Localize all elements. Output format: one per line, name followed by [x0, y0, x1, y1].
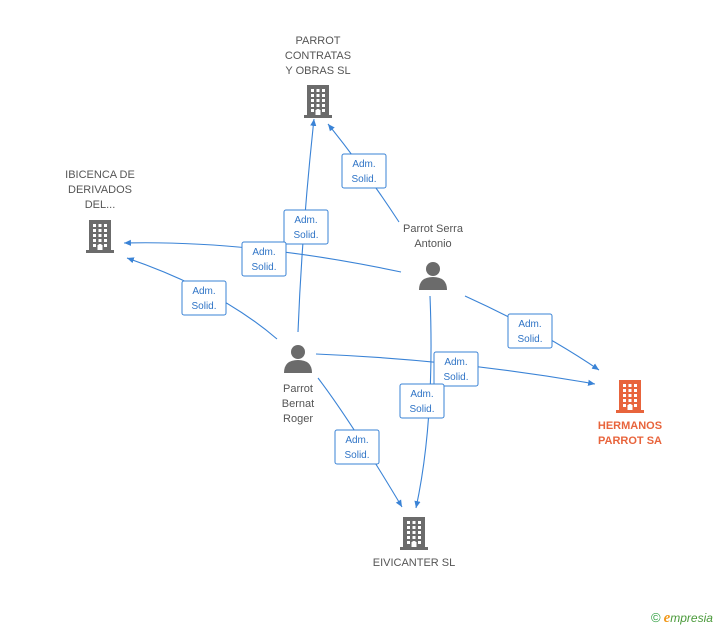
building-icon: [304, 85, 332, 118]
edge-label-text: Solid.: [517, 334, 542, 345]
person-icon: [419, 262, 447, 290]
edge-label-text: Solid.: [351, 174, 376, 185]
edge-parrot_serra-to-hermanos_parrot: Adm. Solid.: [464, 295, 600, 371]
brand-logo-text: mpresia: [670, 611, 713, 625]
edge-label-box[interactable]: Adm. Solid.: [399, 383, 445, 419]
edge-label-text: Solid.: [293, 230, 318, 241]
edge-label-text: Adm.: [345, 435, 368, 446]
edge-label-frame: [181, 280, 227, 316]
node-label: CONTRATAS: [285, 50, 351, 62]
edge-label-text: Solid.: [251, 262, 276, 273]
edge-label-box[interactable]: Adm. Solid.: [181, 280, 227, 316]
node-ibicenca[interactable]: IBICENCA DE DERIVADOS DEL...: [65, 169, 135, 253]
node-label: DERIVADOS: [68, 184, 132, 196]
edge-label-frame: [241, 241, 287, 277]
edge-label-text: Solid.: [344, 450, 369, 461]
edge-label-text: Adm.: [410, 389, 433, 400]
edge-parrot_bernat-to-eivicanter: Adm. Solid.: [317, 377, 403, 508]
edge-label-text: Adm.: [352, 159, 375, 170]
node-label: Roger: [283, 413, 313, 425]
edge-parrot_bernat-to-ibicenca: Adm. Solid.: [126, 257, 278, 340]
edge-label-text: Adm.: [192, 286, 215, 297]
edge-label-text: Solid.: [191, 301, 216, 312]
edge-label-box[interactable]: Adm. Solid.: [507, 313, 553, 349]
edge-label-box[interactable]: Adm. Solid.: [433, 351, 479, 387]
edge-parrot_bernat-to-hermanos_parrot: Adm. Solid.: [315, 351, 596, 387]
edge-label-frame: [283, 209, 329, 245]
node-label: Parrot Serra: [403, 223, 464, 235]
edge-label-text: Adm.: [252, 247, 275, 258]
edge-label-box[interactable]: Adm. Solid.: [341, 153, 387, 189]
edge-parrot_bernat-to-parrot_contratas: Adm. Solid.: [283, 118, 329, 333]
edge-parrot_serra-to-eivicanter: Adm. Solid.: [399, 295, 445, 509]
node-label: IBICENCA DE: [65, 169, 135, 181]
empresia-brand[interactable]: ©empresia: [651, 610, 713, 627]
node-parrot_contratas[interactable]: PARROT CONTRATAS Y OBRAS SL: [285, 35, 351, 118]
edge-label-text: Solid.: [443, 372, 468, 383]
copyright-symbol: ©: [651, 610, 661, 625]
brand-logo-initial: e: [663, 610, 671, 626]
edge-label-box[interactable]: Adm. Solid.: [283, 209, 329, 245]
node-label: Parrot: [283, 383, 313, 395]
edge-label-box[interactable]: Adm. Solid.: [334, 429, 380, 465]
edge-parrot_serra-to-parrot_contratas: Adm. Solid.: [327, 123, 400, 223]
node-label: PARROT SA: [598, 435, 662, 447]
node-label: PARROT: [295, 35, 340, 47]
node-eivicanter[interactable]: EIVICANTER SL: [373, 517, 456, 569]
node-label: Bernat: [282, 398, 314, 410]
node-label: Y OBRAS SL: [285, 65, 350, 77]
person-icon: [284, 345, 312, 373]
node-label: HERMANOS: [598, 420, 662, 432]
edge-label-text: Adm.: [518, 319, 541, 330]
edge-label-box[interactable]: Adm. Solid.: [241, 241, 287, 277]
edge-label-text: Adm.: [294, 215, 317, 226]
node-label: EIVICANTER SL: [373, 557, 456, 569]
node-hermanos_parrot[interactable]: HERMANOS PARROT SA: [598, 380, 662, 447]
edge-label-frame: [507, 313, 553, 349]
edge-label-text: Solid.: [409, 404, 434, 415]
building-icon: [86, 220, 114, 253]
edge-label-frame: [334, 429, 380, 465]
edge-label-frame: [433, 351, 479, 387]
edge-label-text: Adm.: [444, 357, 467, 368]
node-label: DEL...: [85, 199, 116, 211]
building-icon: [616, 380, 644, 413]
node-label: Antonio: [414, 238, 451, 250]
building-icon: [400, 517, 428, 550]
edge-label-frame: [341, 153, 387, 189]
edge-label-frame: [399, 383, 445, 419]
edge-parrot_serra-to-ibicenca: Adm. Solid.: [123, 239, 402, 277]
